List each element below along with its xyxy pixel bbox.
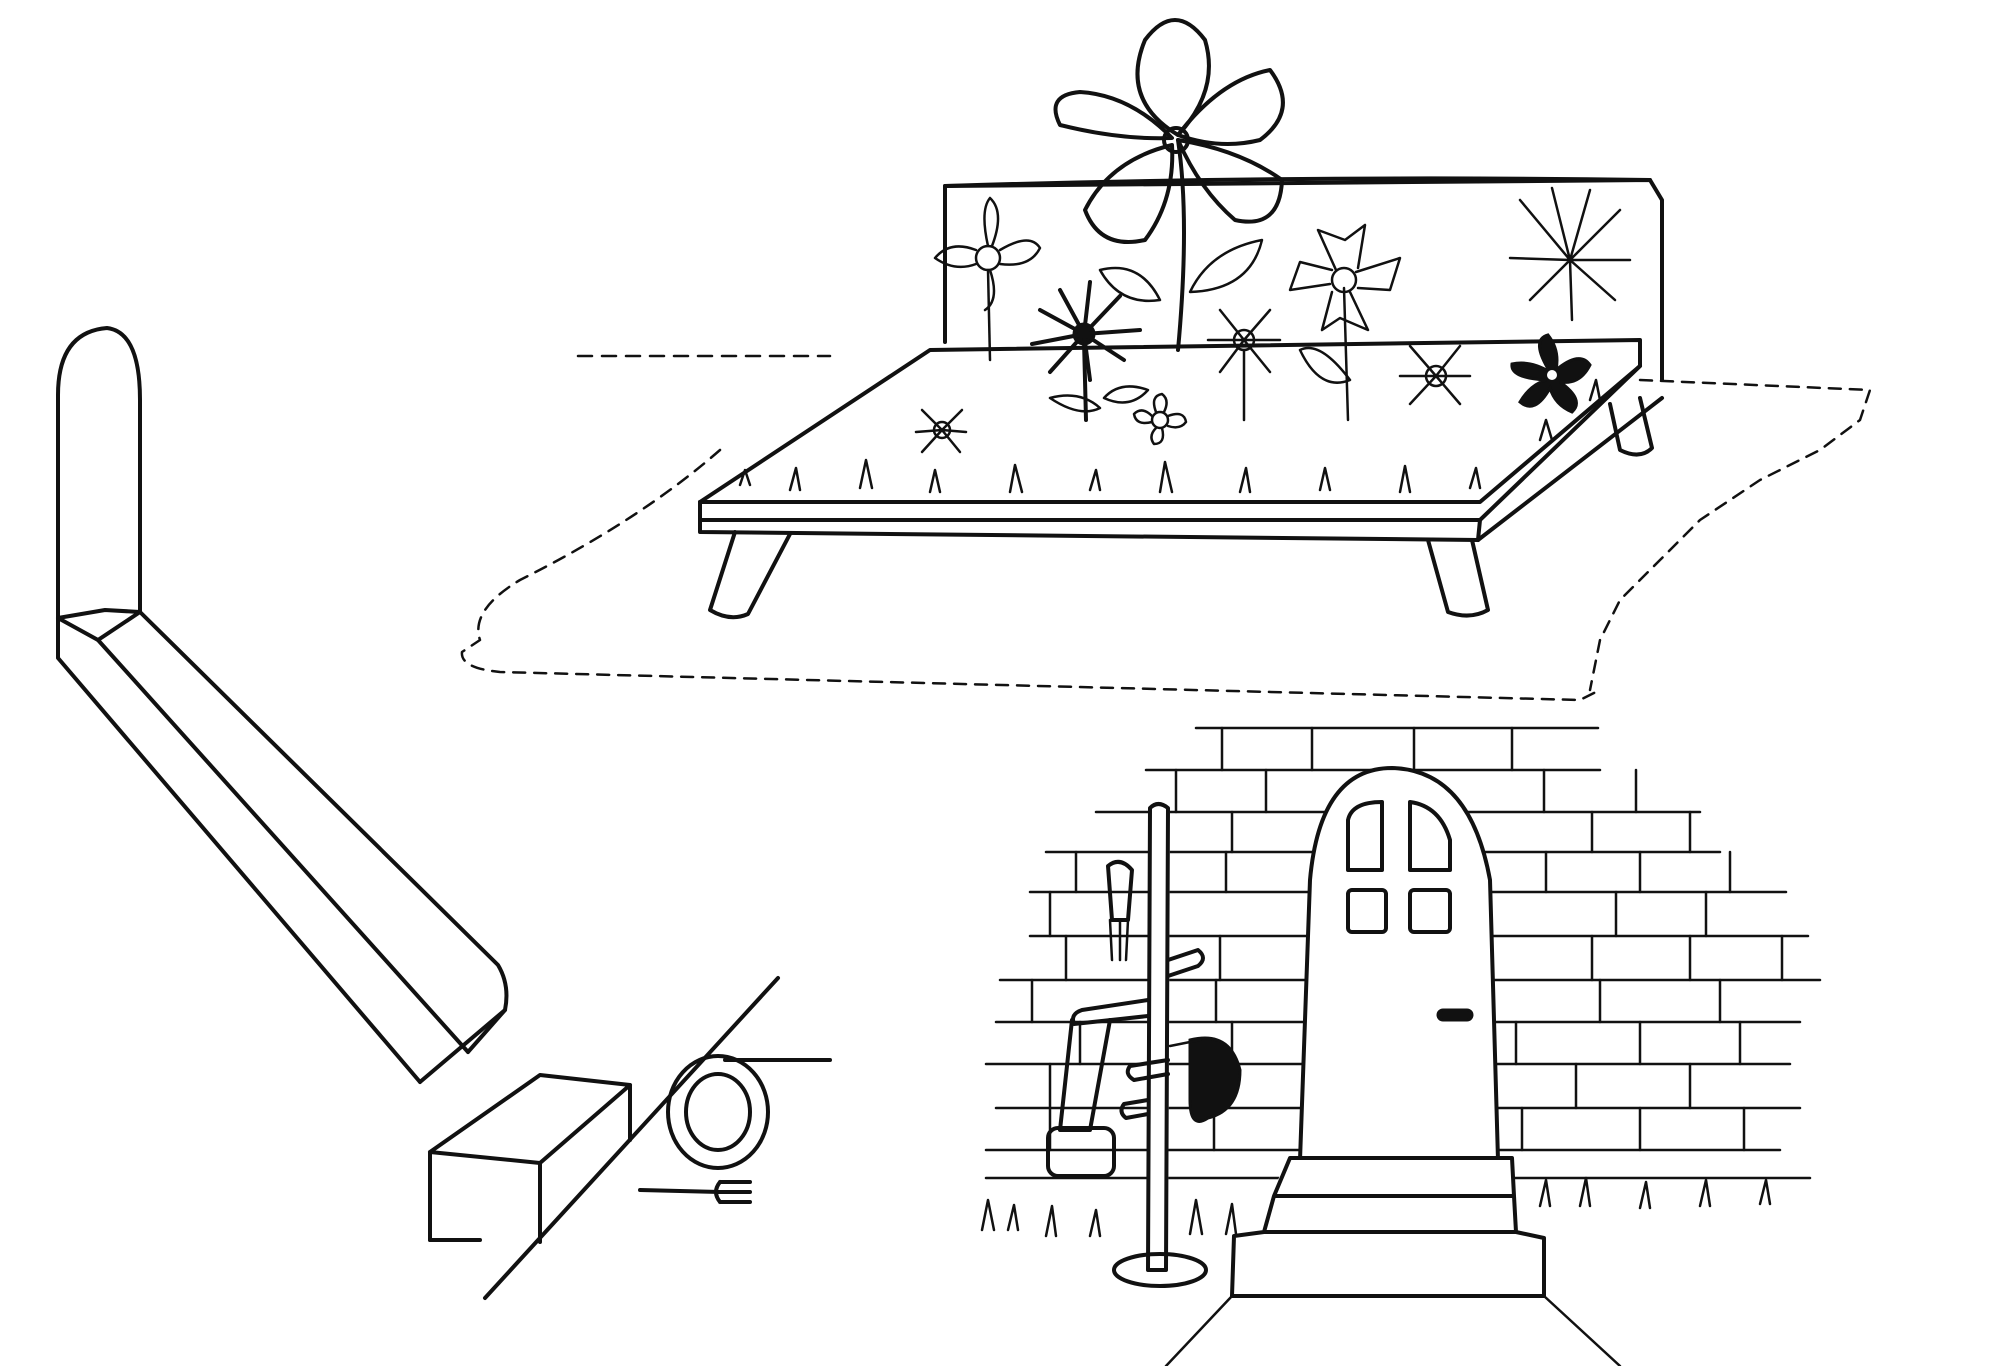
box-top [428,1073,632,1242]
door-steps [1230,1156,1546,1298]
cornflower-center [1330,266,1358,294]
bed-frame-top [698,338,1642,522]
slide-right-rail [138,610,509,1084]
slide-seat-join [96,610,142,642]
grass-tufts [738,378,1602,494]
pole-peg-2 [1125,1058,1170,1082]
big-daisy-petal-lower-left [1083,143,1175,244]
door-backfill [1300,768,1498,1160]
big-daisy-petal-right [1176,68,1285,146]
sun-flower-2-rays [1398,344,1472,406]
bed-leg-front-right [1426,538,1490,618]
brick-wall [980,726,1822,1366]
door-outline [1298,766,1500,1162]
rug-right-edge [1588,378,1872,692]
door-window-top-right [1408,800,1452,872]
dark-spiky-flower-rays [1030,280,1142,382]
dark-spiky-flower [1030,280,1142,422]
slide-seat-edge [56,608,142,620]
box-drawing [428,976,832,1300]
leaf-3 [1298,346,1352,384]
pole-base [1112,1252,1208,1288]
leaf-1 [1188,238,1264,294]
bed-frame-right-side [1476,396,1664,542]
door-mail-slot [1436,1008,1474,1022]
rug-left-bottom-edge [460,448,1602,702]
wall-grass [980,1176,1772,1238]
sun-flower-3-rays [914,408,968,454]
big-daisy-center [1162,126,1190,154]
big-daisy-petal-lower-right [1176,138,1284,224]
small-sun-flowers [914,308,1472,454]
pole-peg-1 [1166,948,1205,978]
cornflower-petals [1288,223,1402,332]
garden-tool-tines [1108,918,1130,962]
washing-pole [1146,802,1170,1272]
steps-backfill [1232,1160,1520,1296]
big-daisy-petal-left [1053,90,1174,141]
pole-peg-3 [1119,1098,1150,1120]
dark-small-flower-center [1547,370,1557,380]
path-edges [1164,1294,1622,1366]
door-window-bottom-left [1346,888,1388,934]
leaf-2 [1098,266,1162,303]
door-window-bottom-right [1408,888,1452,934]
hat-brim [1168,1038,1202,1048]
bed-frame-inner-edge [698,364,1642,504]
white-small-flower-center [1150,410,1170,430]
big-daisy [1053,18,1285,352]
diagonal-line [483,976,780,1300]
cornflower [1288,223,1402,422]
starburst-rays [1508,186,1632,322]
spiral-flower [933,196,1042,362]
slide-inner-rail [56,616,470,1054]
starburst-flower [1508,186,1632,322]
white-small-flower [1132,392,1188,446]
garden-tool [1106,859,1134,922]
plate-inner [684,1072,752,1152]
slide-end [466,1008,507,1054]
spiral-flower-petals [933,196,1042,312]
bed-leg-back-right [1608,396,1654,457]
slide-top-arch [56,326,142,642]
big-daisy-petal-top [1135,18,1211,137]
leaf-pair [1048,385,1150,413]
white-small-flower-petals [1132,392,1188,446]
spiral-flower-stem [986,268,992,362]
hanging-bag-strap [1058,1018,1112,1132]
cornflower-stem [1342,286,1350,422]
plate-outer [666,1054,770,1170]
dark-small-flower [1510,333,1592,414]
headboard-top [943,176,1652,188]
box-edges [538,1083,632,1244]
pole-peg-4 [1071,998,1150,1026]
spiral-flower-center [974,244,1002,272]
slide-left-rail [56,616,422,1084]
bed-leg-front-left [708,530,792,620]
flower-bed [698,18,1664,620]
sun-flower-1-rays [1206,308,1282,422]
brick-joints [1030,726,1784,1152]
bed-frame-side [698,500,1482,542]
dark-spiky-flower-stem [1082,338,1088,422]
rug-outline [460,354,1872,702]
slide-drawing [56,326,509,1084]
hanging-hat [1188,1036,1242,1123]
hanging-bag [1046,1126,1116,1178]
door-window-top-left [1346,800,1384,872]
fork-icon [638,1180,752,1204]
big-daisy-stem [1176,138,1186,352]
